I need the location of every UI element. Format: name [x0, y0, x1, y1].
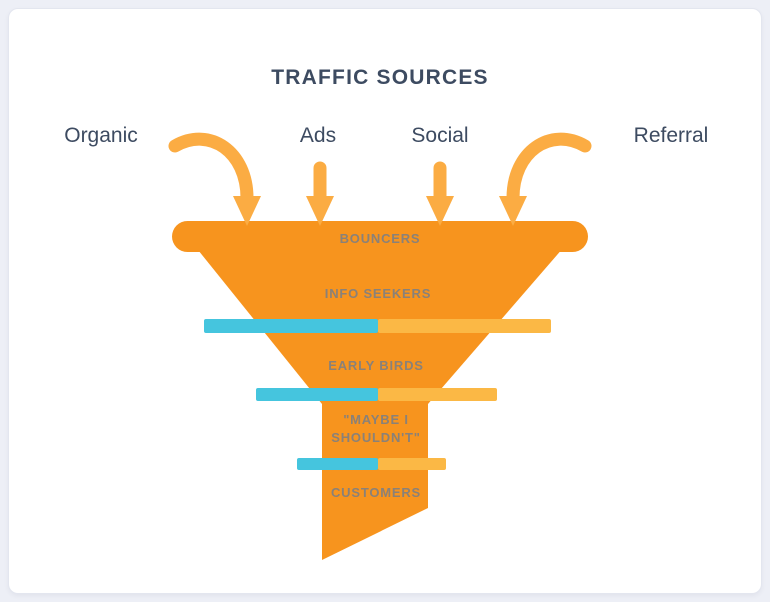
stage-label-early-birds: EARLY BIRDS [328, 358, 424, 373]
ads-arrowhead-icon [306, 196, 334, 226]
stage-label-info-seekers: INFO SEEKERS [324, 286, 432, 301]
bar1-teal-segment [204, 319, 378, 333]
stage-label-bouncers: BOUNCERS [339, 231, 421, 246]
social-arrowhead-icon [426, 196, 454, 226]
source-label-ads: Ads [299, 124, 337, 147]
referral-arrowhead-icon [499, 196, 527, 226]
stage-label-maybe-i-shouldnt: "MAYBE I SHOULDN'T" [331, 412, 421, 445]
source-label-social: Social [411, 124, 469, 147]
funnel-stem [322, 400, 428, 560]
bar2-amber-segment [378, 388, 497, 401]
source-label-referral: Referral [633, 124, 709, 147]
bar3-teal-segment [297, 458, 378, 470]
stage-label-customers: CUSTOMERS [330, 485, 422, 500]
bar2-teal-segment [256, 388, 378, 401]
page-title: TRAFFIC SOURCES [271, 66, 489, 89]
bar1-amber-segment [378, 319, 551, 333]
organic-arrowhead-icon [233, 196, 261, 226]
referral-curved-arrow-icon [506, 132, 592, 205]
funnel-top-cap [172, 221, 588, 252]
bar3-amber-segment [378, 458, 446, 470]
organic-curved-arrow-icon [168, 132, 254, 205]
source-label-organic: Organic [64, 124, 138, 147]
